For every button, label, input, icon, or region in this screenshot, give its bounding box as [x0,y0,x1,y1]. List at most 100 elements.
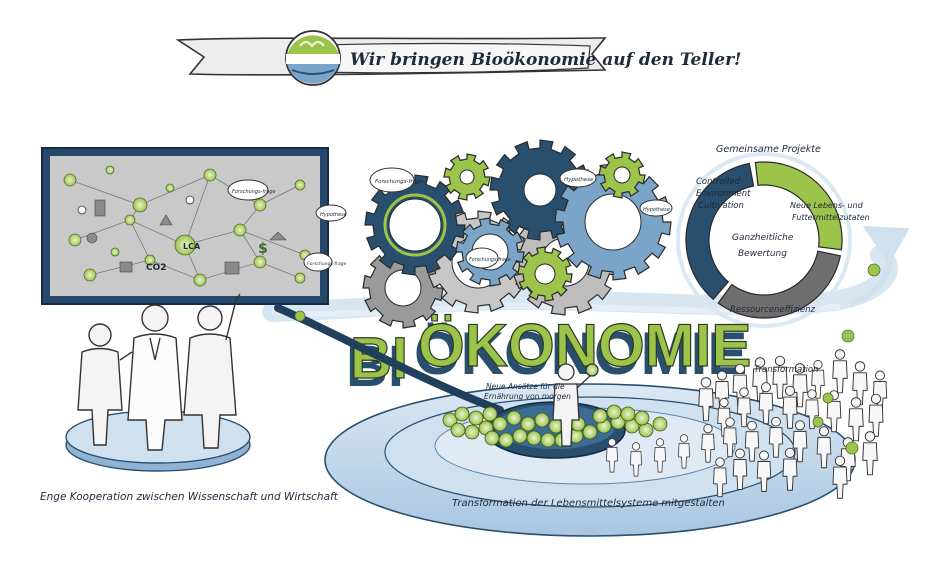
pea [464,424,480,440]
person [713,457,727,498]
svg-text:Hypothese: Hypothese [320,212,347,218]
pea [512,428,528,444]
ring-seg-1-l2: Environment [696,189,751,199]
person [717,397,731,437]
ring-center-line2: Bewertung [738,249,787,259]
person [732,448,748,490]
person [772,355,788,399]
ring-seg-2-l1: Neue Lebens- und [790,201,864,210]
pea [606,404,622,420]
gear-bubble-4: Forschungs-frage [465,247,511,269]
person [792,420,808,463]
ring-segment-2 [717,250,842,319]
ring-center-line1: Ganzheitliche [732,233,794,243]
caption-right: Transformation [754,365,819,375]
ring-seg-1-l1: Controlled [696,177,741,187]
person [816,426,832,469]
svg-text:Forschungs-frage: Forschungs-frage [375,179,424,185]
gear-hub [523,173,557,207]
project-ring: Gemeinsame Projekte Ganzheitliche Bewert… [676,144,870,328]
svg-text:Hypothese: Hypothese [643,207,670,213]
people-group-left [77,293,241,451]
gears-cluster: Forschungs-frage Hypothese Hypothese For… [362,139,673,329]
svg-text:Forschungs-frage: Forschungs-frage [307,261,346,267]
gear-hub [459,169,475,185]
person [862,431,878,476]
gear-hub [584,193,642,251]
pea [454,406,470,422]
pea [534,412,550,428]
lightbulb-icon [77,195,195,215]
person [848,397,864,442]
pea [634,410,650,426]
gear-hub [613,166,631,184]
floating-dots [294,263,881,455]
person [654,438,666,473]
pea [540,432,556,448]
research-board: LCA CO2 $ Forschungs-frage Hypothese For… [41,147,347,305]
person [744,420,760,462]
crowd-right [606,349,888,499]
person [782,385,798,429]
board-bubble-2: Hypothese [315,204,347,222]
pea [592,408,608,424]
pea [520,416,536,432]
person [832,455,848,499]
svg-text:Forschungs-frage: Forschungs-frage [232,189,276,195]
person [782,447,798,491]
lightbulb-icon [585,363,599,377]
pea [526,430,542,446]
person [832,349,848,394]
svg-text:Hypothese: Hypothese [564,177,594,183]
pea [484,430,500,446]
board-lca-label: LCA [183,242,201,251]
banner-globe-icon [285,30,341,86]
pea [498,432,514,448]
ring-segments [676,152,852,328]
person [852,361,868,406]
person [805,389,819,430]
person [698,377,714,422]
pea [442,412,458,428]
caption-spoon-line1: Neue Ansätze für die [486,382,565,391]
person [606,438,618,473]
person [714,370,730,412]
ring-seg-2-l2: Futtermittelzutaten [792,213,870,222]
person [868,393,884,437]
person [768,416,784,458]
svg-text:ÖKONOMIE: ÖKONOMIE [418,312,751,379]
caption-spoon-line2: Ernährung von morgen [484,392,571,401]
gear-hub [534,263,556,285]
caption-bottom: Transformation der Lebensmittelsysteme m… [452,498,725,509]
person [737,387,751,428]
pea [450,422,466,438]
banner: Wir bringen Bioökonomie auf den Teller! [175,30,742,86]
board-bubble-1: Forschungs-frage [227,179,276,201]
gear-bubble-3: Hypothese [639,199,673,217]
person [678,434,690,469]
gear-bubble-1: Forschungs-frage [369,167,424,193]
person [756,450,772,492]
svg-text:ÖKONOMIE: ÖKONOMIE [414,320,747,387]
ring-segment-3 [685,162,755,301]
ring-segment-1 [754,161,843,251]
pea [492,416,508,432]
person-with-lightbulb [552,363,599,447]
peas [442,404,668,448]
pea [468,410,484,426]
board-co2-label: CO2 [146,263,167,273]
board-bubble-3: Forschungs-frage [303,252,346,272]
person [840,437,856,482]
pea [506,410,522,426]
gear-bubble-2: Hypothese [559,168,597,188]
svg-text:BI: BI [350,326,408,391]
person [630,442,642,477]
person [701,423,715,463]
pea [582,424,598,440]
ring-seg-1-l3: Cultivation [698,201,744,211]
svg-text:Forschungs-frage: Forschungs-frage [469,257,511,263]
ring-seg-3-label: Ressourceneffizienz [730,305,816,315]
board-dollar-label: $ [258,241,268,257]
